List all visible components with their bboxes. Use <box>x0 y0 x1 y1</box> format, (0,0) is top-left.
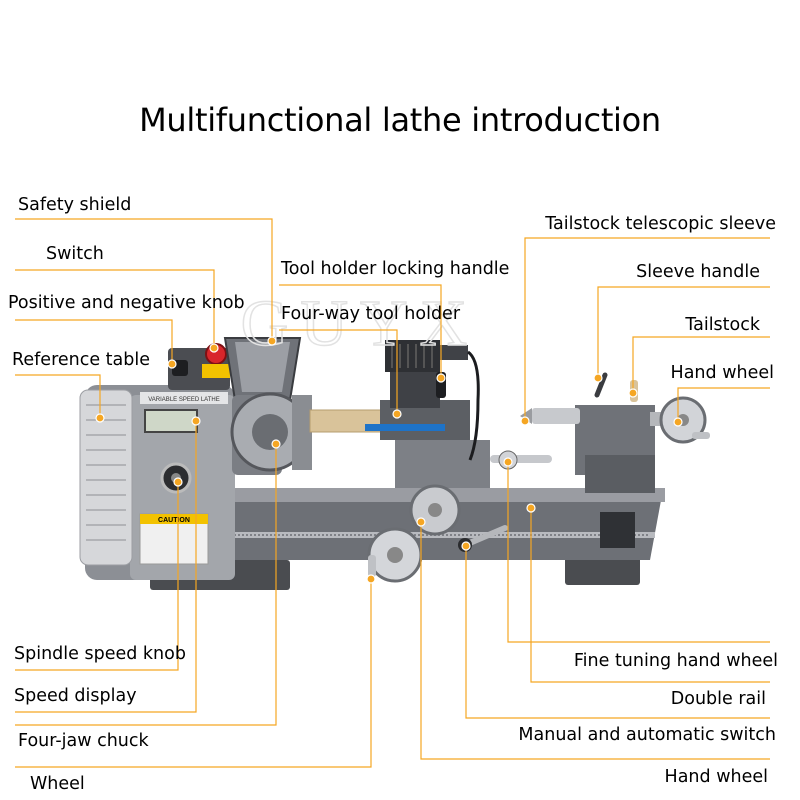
motor-box <box>385 340 440 372</box>
marker-reference-table <box>95 413 105 423</box>
marker-sleeve-handle <box>593 373 603 383</box>
label-tailstock: Tailstock <box>685 315 760 335</box>
label-tailstock-hand-wheel: Hand wheel <box>670 363 774 383</box>
label-double-rail: Double rail <box>670 689 766 709</box>
label-safety-shield: Safety shield <box>18 195 132 215</box>
label-four-jaw-chuck: Four-jaw chuck <box>18 731 149 751</box>
marker-positive-negative-knob <box>167 359 177 369</box>
speed-display[interactable] <box>144 409 198 433</box>
saddle <box>395 440 490 488</box>
marker-switch <box>209 343 219 353</box>
marker-four-jaw-chuck <box>271 439 281 449</box>
label-spindle-speed-knob: Spindle speed knob <box>14 644 186 664</box>
label-positive-negative-knob: Positive and negative knob <box>8 293 245 313</box>
marker-tailstock <box>628 388 638 398</box>
four-way-tool-holder[interactable] <box>390 370 440 408</box>
label-fine-tuning-hand-wheel: Fine tuning hand wheel <box>573 651 778 671</box>
label-sleeve-handle: Sleeve handle <box>636 262 760 282</box>
watermark: GUYX <box>241 287 480 360</box>
label-tool-holder-locking-handle: Tool holder locking handle <box>281 259 510 279</box>
page-title: Multifunctional lathe introduction <box>139 101 661 139</box>
marker-carriage-hand-wheel <box>416 517 426 527</box>
marker-safety-shield <box>267 336 277 346</box>
switch-base <box>202 364 230 378</box>
sleeve-handle[interactable] <box>594 372 608 398</box>
label-four-way-tool-holder: Four-way tool holder <box>281 304 461 324</box>
marker-four-way-tool-holder <box>392 409 402 419</box>
marker-dots <box>95 336 683 584</box>
tailstock-telescopic-sleeve[interactable] <box>532 408 580 424</box>
label-carriage-hand-wheel: Hand wheel <box>664 767 768 787</box>
marker-wheel <box>366 574 376 584</box>
speed-plate-text: VARIABLE SPEED LATHE <box>148 397 219 403</box>
leader-lines <box>15 218 770 768</box>
speed-plate <box>140 392 228 404</box>
blue-tool <box>365 424 445 431</box>
marker-tool-holder-locking-handle <box>436 373 446 383</box>
label-reference-table: Reference table <box>12 350 151 370</box>
label-tailstock-telescopic-sleeve: Tailstock telescopic sleeve <box>545 214 776 234</box>
marker-spindle-speed-knob <box>173 477 183 487</box>
marker-manual-automatic-switch <box>461 541 471 551</box>
caution-text: CAUTION <box>158 517 190 524</box>
marker-speed-display <box>191 416 201 426</box>
bed-foot-right <box>565 555 640 585</box>
label-speed-display: Speed display <box>14 686 137 706</box>
marker-tailstock-hand-wheel <box>673 417 683 427</box>
label-switch: Switch <box>46 244 104 264</box>
label-wheel: Wheel <box>30 774 85 794</box>
marker-fine-tuning-hand-wheel <box>503 457 513 467</box>
manual-automatic-switch[interactable] <box>462 525 508 548</box>
reference-table-plate <box>79 389 133 566</box>
label-manual-automatic-switch: Manual and automatic switch <box>518 725 776 745</box>
lathe-machine: VARIABLE SPEED LATHE CAUTION <box>79 337 710 590</box>
marker-double-rail <box>526 503 536 513</box>
marker-tailstock-telescopic-sleeve <box>520 416 530 426</box>
